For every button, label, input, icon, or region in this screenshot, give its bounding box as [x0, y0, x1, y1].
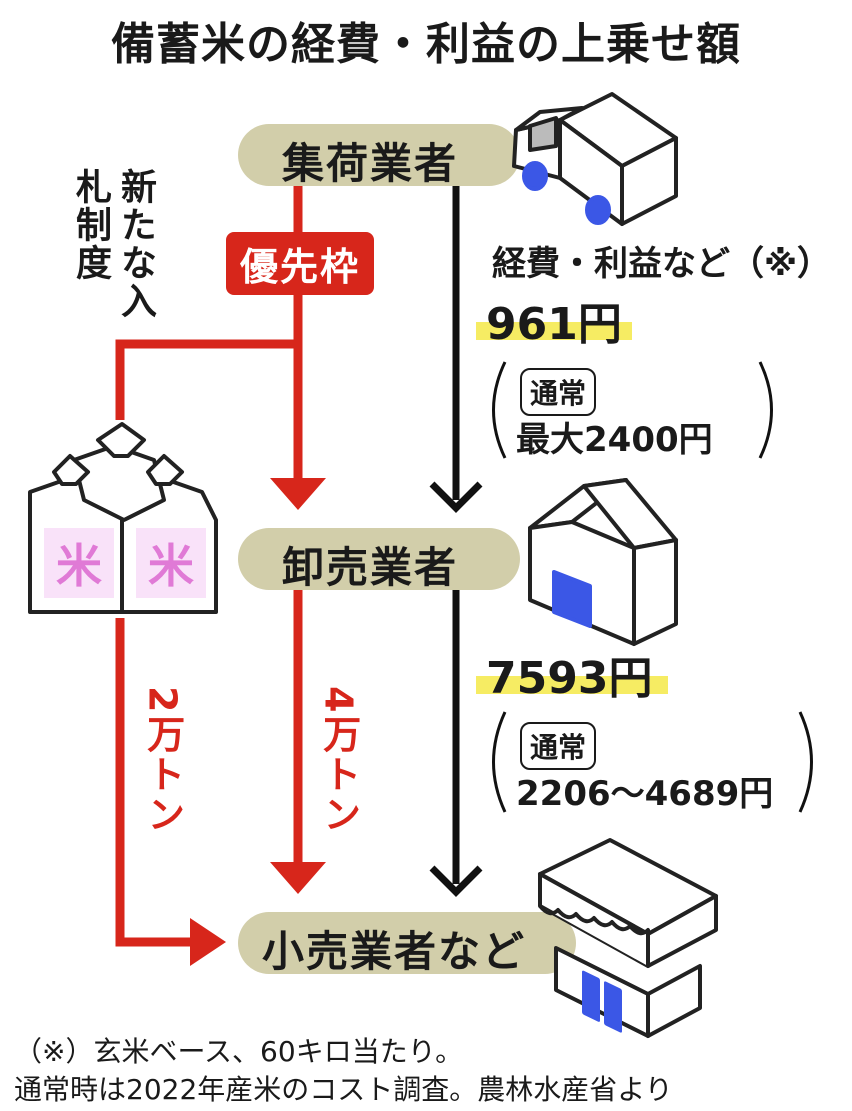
svg-text:米: 米	[148, 539, 194, 593]
wholesaler-cost-amount: 7593円	[486, 653, 653, 704]
collector-cost-heading: 経費・利益など（※）	[492, 244, 832, 284]
truck-icon	[512, 92, 678, 226]
rice-bags-icon: 米 米	[28, 422, 218, 614]
red-arrowhead-wholesaler	[270, 478, 326, 510]
paren-wholesaler	[492, 711, 813, 813]
paren-collector	[492, 361, 773, 459]
red-arrowhead-retailer-2	[190, 918, 226, 966]
collector-normal-value: 最大2400円	[516, 420, 713, 460]
black-arrow-collector-wholesaler	[429, 186, 483, 513]
collector-normal-tag: 通常	[520, 368, 597, 416]
red-flow-to-rice	[115, 339, 298, 420]
route-2-label: 2万トン	[140, 686, 185, 835]
wholesaler-normal-tag: 通常	[520, 722, 597, 770]
stage-collector-label: 集荷業者	[282, 139, 459, 188]
collector-band	[238, 124, 520, 186]
black-arrow-wholesaler-retailer	[429, 590, 483, 897]
new-bid-system-label: 新たな入札制度	[70, 168, 157, 320]
stage-wholesaler-label: 卸売業者	[282, 543, 459, 592]
collector-cost-amount: 961円	[486, 299, 622, 350]
wholesaler-normal-value: 2206～4689円	[516, 774, 774, 814]
highlight-961	[476, 322, 632, 340]
svg-text:米: 米	[56, 539, 102, 593]
highlight-7593	[476, 676, 668, 694]
route-4-label: 4万トン	[316, 686, 361, 835]
priority-quota-badge: 優先枠	[226, 232, 375, 295]
retailer-band	[238, 912, 576, 974]
footnote-line2: 通常時は2022年産米のコスト調査。農林水産省より	[14, 1073, 673, 1106]
footnote-line1: （※）玄米ベース、60キロ当たり。	[14, 1035, 464, 1068]
red-flow-rice-retailer	[115, 618, 196, 947]
red-arrowhead-retailer-4	[270, 862, 326, 894]
shop-icon	[538, 838, 718, 1038]
warehouse-icon	[528, 478, 678, 646]
page-title: 備蓄米の経費・利益の上乗せ額	[111, 19, 741, 70]
wholesaler-band	[238, 528, 520, 590]
stage-retailer-label: 小売業者など	[262, 927, 527, 976]
